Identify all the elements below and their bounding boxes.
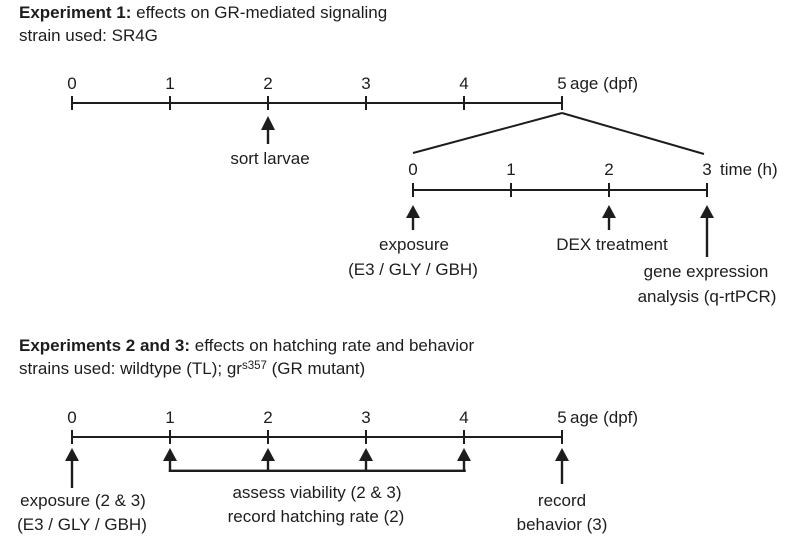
experiments23-title: Experiments 2 and 3: effects on hatching…	[19, 335, 474, 356]
exp1-exposure-arrow	[406, 205, 420, 230]
exp1-age-axis	[71, 96, 563, 110]
sort-larvae-label: sort larvae	[230, 149, 310, 168]
exp1-time-tick-0: 0	[408, 160, 418, 179]
experiments23-title-rest: effects on hatching rate and behavior	[190, 336, 475, 355]
strains-superscript: s357	[241, 360, 267, 372]
gene-expression-arrow	[700, 205, 714, 257]
exp1-age-tick-1: 1	[165, 74, 175, 93]
exp23-age-tick-0: 0	[67, 408, 77, 427]
exp1-exposure-label-line1: exposure	[379, 235, 449, 254]
experiments23-strains: strains used: wildtype (TL); grs357 (GR …	[19, 358, 365, 379]
experiments23-title-bold: Experiments 2 and 3:	[19, 336, 191, 355]
exp23-age-tick-5: 5	[557, 408, 567, 427]
behavior-arrow	[555, 448, 569, 484]
exp1-age-tick-5: 5	[557, 74, 567, 93]
gene-expression-label-line2: analysis (q-rtPCR)	[637, 287, 777, 306]
exp1-age-tick-0: 0	[67, 74, 77, 93]
exp23-age-axis	[71, 430, 563, 444]
exp23-age-axis-unit: age (dpf)	[570, 408, 639, 427]
exp1-time-axis-unit: time (h)	[720, 160, 778, 179]
exp23-age-tick-3: 3	[361, 408, 371, 427]
sort-larvae-arrow	[261, 116, 275, 144]
experiment1-strain: strain used: SR4G	[19, 26, 158, 45]
viability-label-line2: record hatching rate (2)	[227, 507, 405, 526]
gene-expression-label-line1: gene expression	[643, 262, 769, 281]
exp1-age-axis-unit: age (dpf)	[570, 74, 639, 93]
viability-label-line1: assess viability (2 & 3)	[232, 483, 402, 502]
exp23-exposure-label-line1: exposure (2 & 3)	[20, 491, 146, 510]
exp23-age-tick-2: 2	[263, 408, 273, 427]
exp23-exposure-label-line2: (E3 / GLY / GBH)	[17, 515, 147, 534]
strains-suffix: (GR mutant)	[266, 359, 366, 378]
dex-treatment-arrow	[602, 205, 616, 230]
exp1-age-tick-3: 3	[361, 74, 371, 93]
exp1-time-tick-2: 2	[604, 160, 614, 179]
exp23-age-tick-1: 1	[165, 408, 175, 427]
exp1-time-axis	[412, 183, 708, 197]
experiment1-title-bold: Experiment 1:	[19, 3, 132, 22]
exp23-age-tick-4: 4	[459, 408, 469, 427]
dex-treatment-label: DEX treatment	[556, 235, 668, 254]
exp1-time-tick-1: 1	[506, 160, 516, 179]
behavior-label-line2: behavior (3)	[516, 515, 608, 534]
exp1-age-tick-2: 2	[263, 74, 273, 93]
exp1-time-tick-3: 3	[702, 160, 712, 179]
strains-prefix: strains used: wildtype (TL); gr	[19, 359, 242, 378]
exp23-exposure-arrow	[65, 448, 79, 488]
exp1-age-tick-4: 4	[459, 74, 469, 93]
zoom-fan-lines	[412, 112, 705, 155]
experiment1-title-rest: effects on GR-mediated signaling	[131, 3, 388, 22]
experiment1-title: Experiment 1: effects on GR-mediated sig…	[19, 2, 387, 23]
viability-arrows-bracket	[163, 448, 471, 472]
behavior-label-line1: record	[537, 491, 587, 510]
exp1-exposure-label-line2: (E3 / GLY / GBH)	[348, 260, 478, 279]
